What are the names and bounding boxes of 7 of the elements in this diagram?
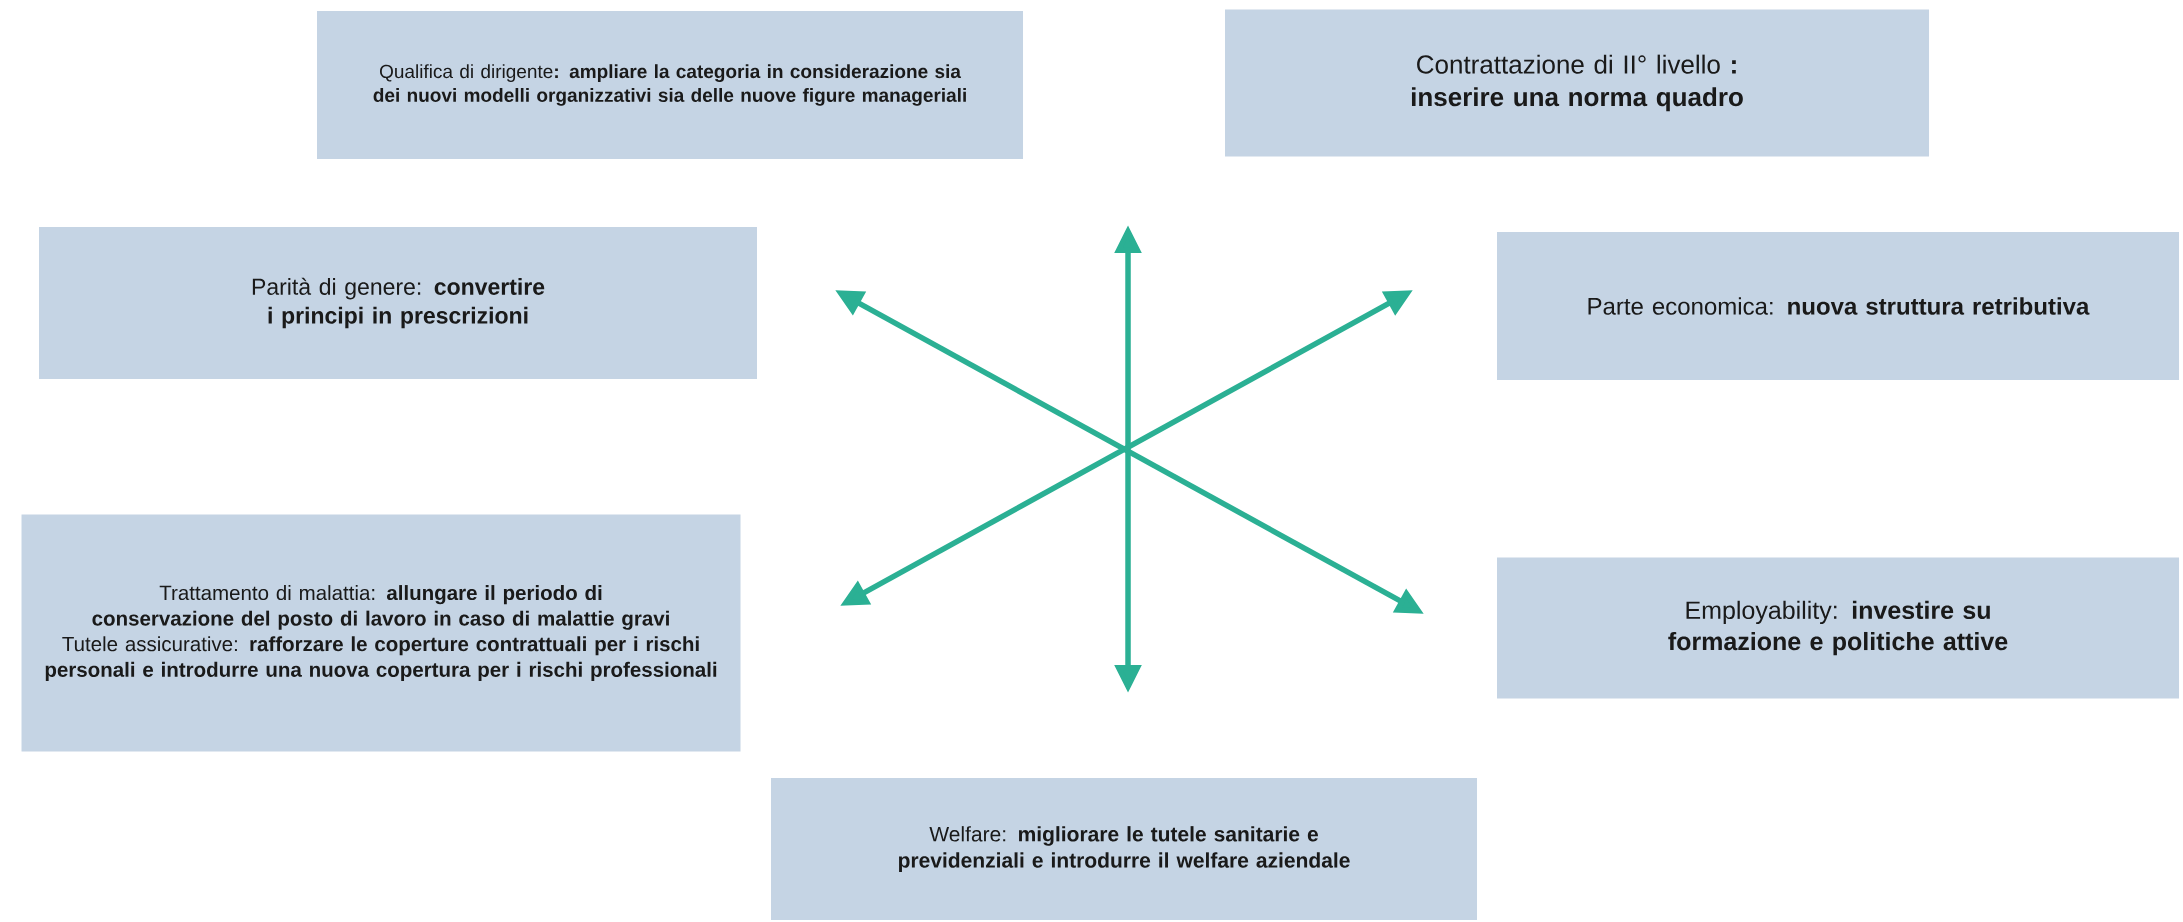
text-box: Parte economica: nuova struttura retributiva — [1497, 232, 2179, 380]
text-box: Trattamento di malattia: allungare il periodo di conservazione del posto di lavoro in caso di malattie gravi Tutele assicurative: rafforzare le coperture contrattuali per i rischi personali e introdurre una nuova copertura per i rischi professionali — [21, 514, 741, 752]
text-box: Contrattazione di II° livello : inserire una norma quadro — [1225, 9, 1929, 157]
text-box: Welfare: migliorare le tutele sanitarie e previdenziali e introdurre il welfare aziendale — [771, 778, 1477, 920]
text-box: Employability: investire su formazione e politiche attive — [1497, 557, 2179, 699]
text-box: Parità di genere: convertire i principi in prescrizioni — [39, 227, 757, 379]
text-box: Qualifica di dirigente: ampliare la categoria in considerazione sia dei nuovi modelli organizzativi sia delle nuove figure manageriali — [317, 11, 1023, 159]
